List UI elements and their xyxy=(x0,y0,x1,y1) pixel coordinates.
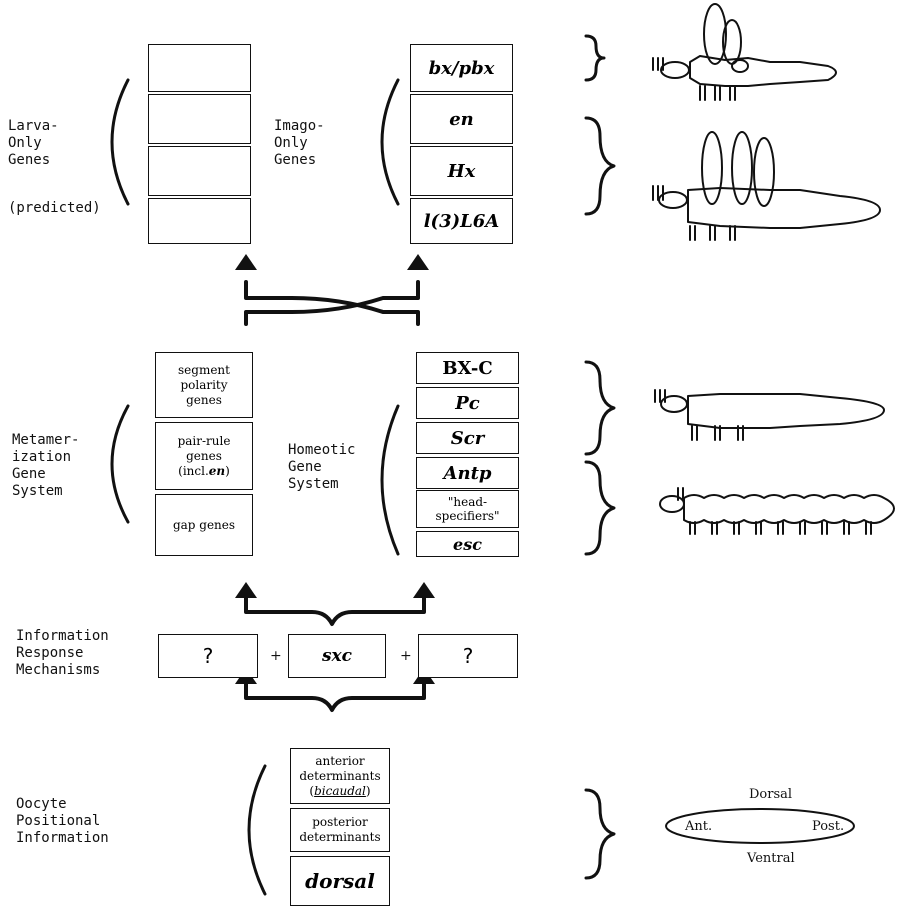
insect-winged-small xyxy=(653,4,836,100)
antp-box: Antp xyxy=(416,457,519,489)
paren-oocyte xyxy=(249,766,265,894)
pair-rule-incl: (incl.en) xyxy=(178,464,230,479)
head-specifiers-box: "head- specifiers" xyxy=(416,490,519,528)
arrow-head-larva xyxy=(235,254,257,270)
paren-larva xyxy=(112,80,128,204)
esc-box: esc xyxy=(416,531,519,557)
bicaudal-gene: bicaudal xyxy=(314,784,366,798)
bicaudal-line: (bicaudal) xyxy=(309,784,370,799)
imago-gene-box: l(3)L6A xyxy=(410,198,513,244)
larva-gene-box xyxy=(148,146,251,196)
segment-polarity-box: segment polarity genes xyxy=(155,352,253,418)
axis-dorsal-label: Dorsal xyxy=(749,786,792,803)
scr-box: Scr xyxy=(416,422,519,454)
brace-bxc-scr xyxy=(586,362,614,454)
oocyte-label: Oocyte Positional Information xyxy=(16,796,109,847)
paren-imago xyxy=(382,80,398,204)
bxc-box: BX-C xyxy=(416,352,519,384)
axis-posterior-label: Post. xyxy=(812,818,844,835)
lower-arrows xyxy=(246,684,424,710)
dorsal-box: dorsal xyxy=(290,856,390,906)
gap-genes-box: gap genes xyxy=(155,494,253,556)
pair-rule-text: pair-rule genes xyxy=(178,434,231,464)
imago-gene-box: en xyxy=(410,94,513,144)
insect-winged-large xyxy=(653,132,880,240)
anterior-determinants-box: anterior determinants (bicaudal) xyxy=(290,748,390,804)
unknown-mechanism-left-box: ? xyxy=(158,634,258,678)
plus-sign-left: + xyxy=(270,648,282,665)
posterior-determinants-box: posterior determinants xyxy=(290,808,390,852)
larva-only-label: Larva- Only Genes xyxy=(8,118,59,169)
pair-rule-box: pair-rule genes (incl.en) xyxy=(155,422,253,490)
arrow-head-imago xyxy=(407,254,429,270)
larva-gene-box xyxy=(148,94,251,144)
predicted-label: (predicted) xyxy=(8,200,101,217)
crossing-arrows xyxy=(246,282,418,324)
paren-homeotic xyxy=(382,406,398,554)
metamerization-label: Metamer- ization Gene System xyxy=(12,432,79,500)
arrow-head-metamer xyxy=(235,582,257,598)
imago-gene-box: Hx xyxy=(410,146,513,196)
brace-en-hx xyxy=(586,118,614,214)
pair-rule-incl-gene: en xyxy=(209,464,225,478)
plus-sign-right: + xyxy=(400,648,412,665)
information-label: Information Response Mechanisms xyxy=(16,628,109,679)
larva-gene-box xyxy=(148,44,251,92)
brace-oocyte xyxy=(586,790,614,878)
homeotic-label: Homeotic Gene System xyxy=(288,442,355,493)
insect-wingless xyxy=(655,390,884,440)
axis-ventral-label: Ventral xyxy=(747,850,795,867)
anterior-determinants-text: anterior determinants xyxy=(299,754,380,784)
insect-larva xyxy=(660,488,894,534)
imago-only-label: Imago- Only Genes xyxy=(274,118,325,169)
pair-rule-incl-prefix: (incl. xyxy=(178,464,209,478)
pair-rule-incl-suffix: ) xyxy=(225,464,230,478)
arrow-head-homeotic xyxy=(413,582,435,598)
brace-bxpbx xyxy=(586,36,604,80)
brace-antp-esc xyxy=(586,462,614,554)
axis-anterior-label: Ant. xyxy=(685,818,712,835)
middle-arrows xyxy=(246,598,424,624)
imago-gene-box: bx/pbx xyxy=(410,44,513,92)
sxc-box: sxc xyxy=(288,634,386,678)
pc-box: Pc xyxy=(416,387,519,419)
larva-gene-box xyxy=(148,198,251,244)
unknown-mechanism-right-box: ? xyxy=(418,634,518,678)
paren-metamerization xyxy=(112,406,128,522)
